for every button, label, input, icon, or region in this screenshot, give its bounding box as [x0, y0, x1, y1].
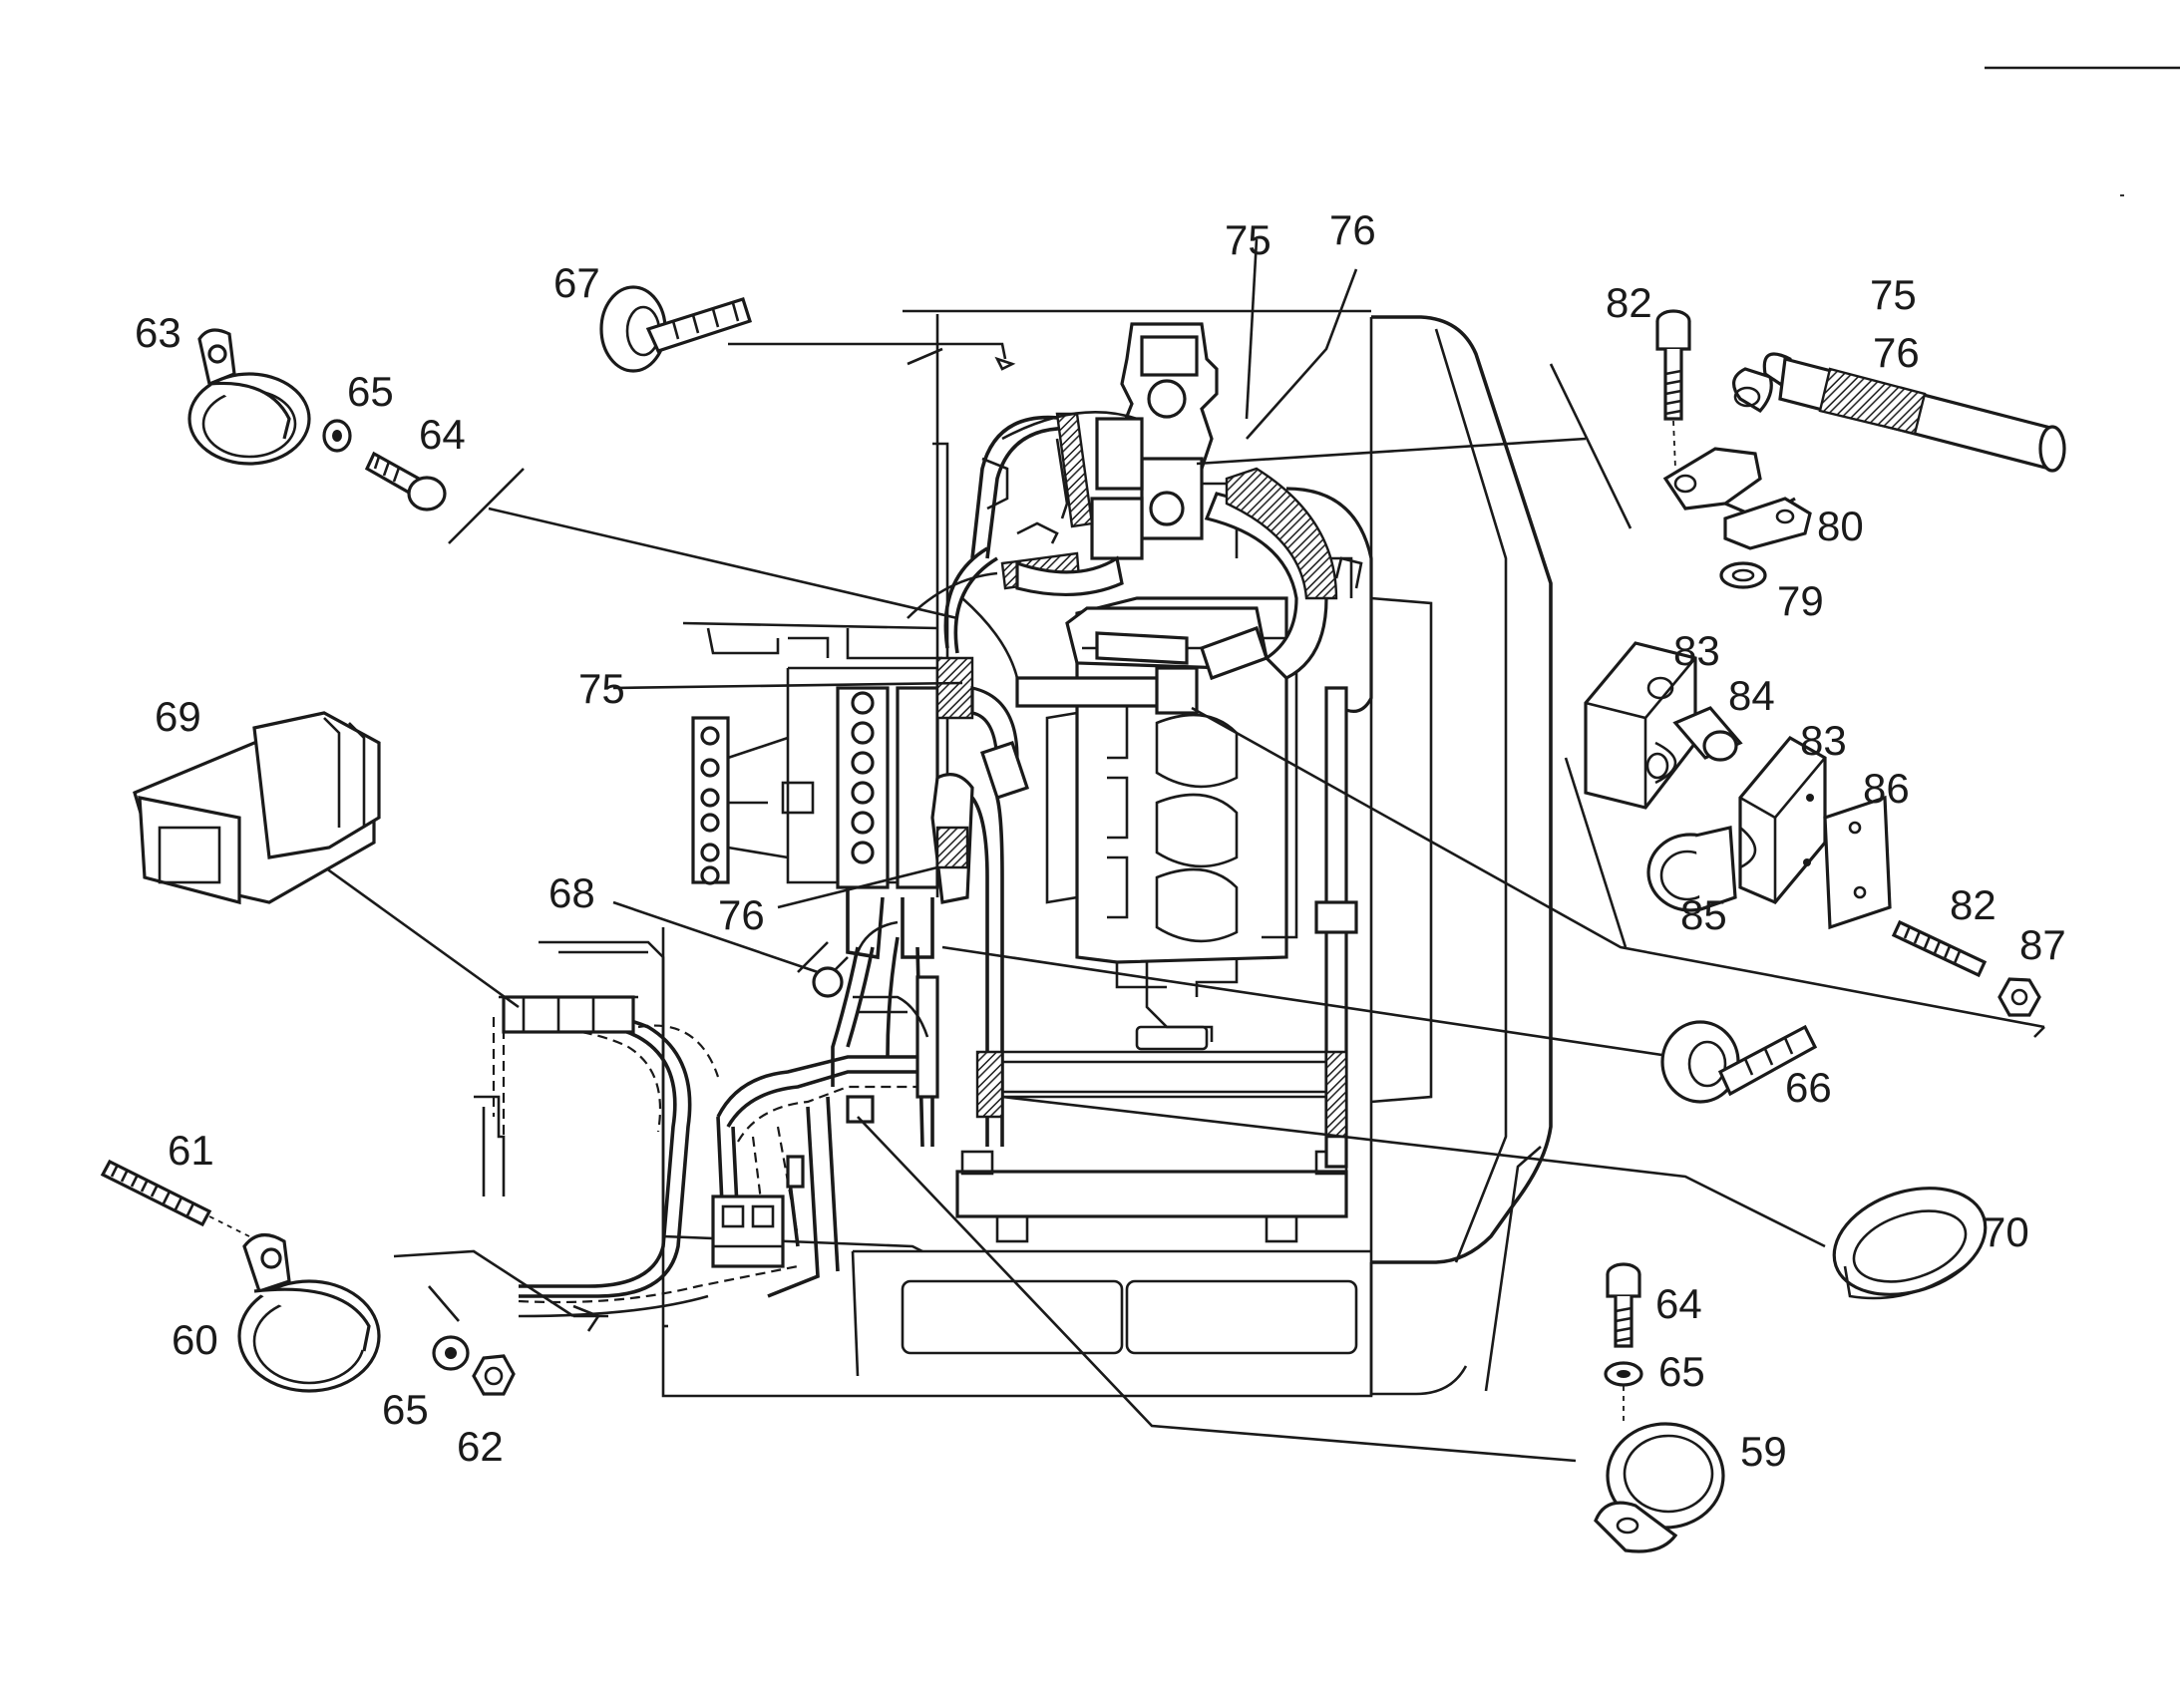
part-63-hose-clamp: [187, 328, 311, 466]
callout-labels: 63 65 64 67 75 76 82 75 76 80 79 69 75 8…: [135, 206, 2066, 1475]
part-87-nut: [1998, 977, 2041, 1017]
callout-78: 79: [1777, 577, 1824, 624]
part-78-washer: [1719, 561, 1767, 589]
callout-63: 63: [135, 309, 182, 356]
part-67-cable-tie: [599, 285, 753, 373]
part-85-grommet: [1646, 826, 1737, 912]
callout-59: 59: [1740, 1428, 1787, 1475]
part-65-washer-top: [322, 419, 352, 453]
callout-65: 65: [347, 368, 394, 415]
callout-87: 87: [2019, 921, 2066, 968]
part-65-washer-left: [432, 1335, 470, 1371]
callout-65: 65: [1658, 1348, 1705, 1395]
callout-66: 66: [1785, 1064, 1832, 1111]
part-82-stud: [1891, 919, 1988, 978]
callout-82: 82: [1950, 881, 1997, 928]
callout-86: 86: [1863, 765, 1910, 812]
part-70-oval-grommet: [1832, 1187, 1988, 1300]
callout-60: 60: [172, 1316, 218, 1363]
part-84-bushing: [1672, 706, 1743, 762]
part-64-screw-top: [364, 451, 447, 512]
callout-80: 82: [1606, 279, 1652, 326]
callout-83: 83: [1800, 717, 1847, 764]
part-79-split-bracket: [1662, 447, 1812, 550]
callout-65: 65: [382, 1386, 429, 1433]
callout-75: 75: [578, 665, 625, 712]
callout-70: 70: [1983, 1208, 2029, 1255]
part-83-clamp-block-b: [1738, 735, 1827, 904]
callout-68: 68: [548, 869, 595, 916]
leader-lines: [303, 238, 2045, 1463]
callout-85: 85: [1680, 891, 1727, 938]
part-66-cable-tie: [1660, 1020, 1818, 1104]
callout-69: 69: [155, 693, 201, 740]
callout-67: 67: [553, 259, 600, 306]
callout-62: 62: [457, 1423, 504, 1470]
part-69-rectangular-sleeve: [133, 711, 381, 905]
part-60-hose-clamp: [237, 1233, 381, 1393]
callout-83: 83: [1673, 627, 1720, 674]
callout-75: 75: [1870, 271, 1917, 318]
part-83-clamp-block-a: [1584, 641, 1697, 810]
part-86-plate: [1823, 795, 1892, 930]
callout-76: 76: [1329, 206, 1376, 253]
callout-75: 75: [1225, 216, 1272, 263]
callout-61: 61: [168, 1127, 214, 1174]
part-61-stud: [100, 1159, 250, 1237]
callout-79: 80: [1817, 503, 1864, 549]
part-65-washer-right: [1604, 1361, 1643, 1426]
part-64-screw-right: [1606, 1262, 1641, 1348]
machine-cabinet: [474, 309, 1553, 1398]
callout-76: 76: [1873, 329, 1920, 376]
hoses-and-harnesses: [499, 411, 1363, 1318]
part-59-hose-clamp: [1594, 1422, 1725, 1553]
page-corner-marks: [1985, 66, 2180, 196]
part-62-nut: [472, 1354, 516, 1396]
callout-64: 64: [419, 411, 466, 458]
callout-64: 64: [1655, 1280, 1702, 1327]
callout-76: 76: [718, 891, 765, 938]
callout-84: 84: [1728, 672, 1775, 719]
part-75-76-hose-assembly: [1732, 352, 2066, 473]
part-80-bolt: [1655, 309, 1691, 470]
